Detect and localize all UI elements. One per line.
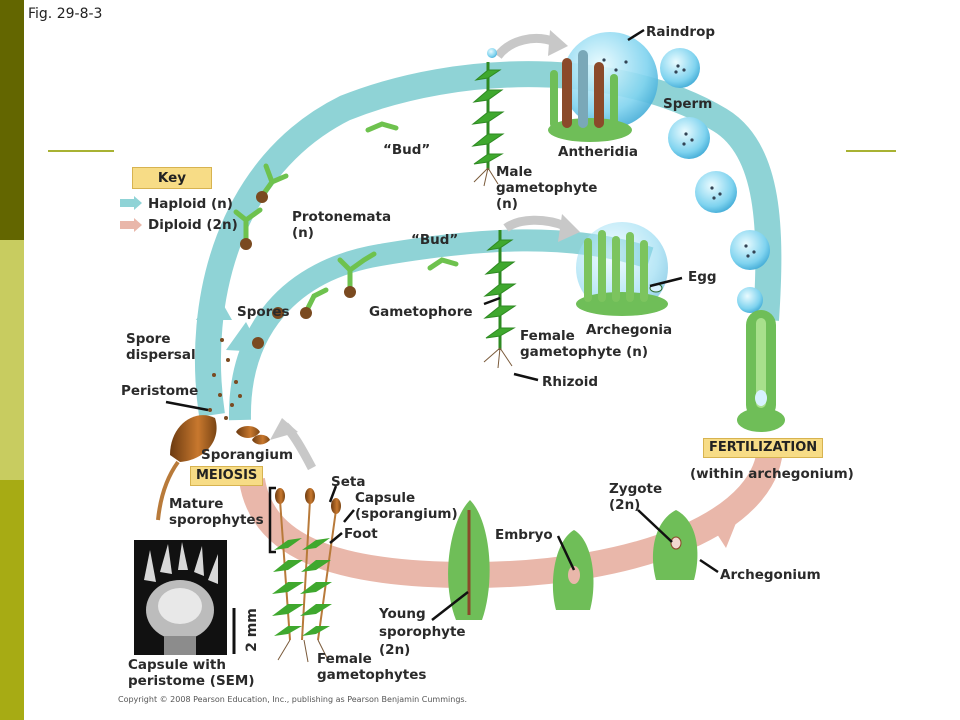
label-raindrop: Raindrop <box>646 24 716 40</box>
label-protonemata: Protonemata (n) <box>292 209 392 241</box>
peristome-capsule <box>156 415 217 521</box>
label-capsule-with-peristome: Capsule with peristome (SEM) <box>128 657 255 689</box>
label-meiosis: MEIOSIS <box>190 466 264 486</box>
key-haploid-arrow-icon <box>120 196 142 210</box>
antheridia-illustration <box>548 50 632 142</box>
sporangium-capsules <box>236 426 270 445</box>
rule-line-right <box>846 150 896 152</box>
grey-arrowhead-mid <box>558 214 580 242</box>
spore-dispersal-arrowhead <box>196 290 232 320</box>
label-within-archegonium: (within archegonium) <box>690 466 854 482</box>
grey-arrow-antheridia <box>494 34 557 59</box>
young-sporophyte <box>448 500 490 620</box>
leader-lines <box>165 28 719 621</box>
key-title: Key <box>132 167 212 189</box>
label-female-gametophyte: Female gametophyte (n) <box>520 328 649 360</box>
male-gametophyte-plant <box>471 62 505 187</box>
key-diploid-arrow-icon <box>120 218 142 232</box>
key-haploid-label: Haploid (n) <box>148 196 233 212</box>
grey-arrow-archegonia <box>503 215 567 232</box>
label-capsule: Capsule (sporangium) <box>355 490 458 522</box>
spore-dots <box>208 191 356 420</box>
grey-arrowhead-sporangium <box>270 418 298 440</box>
label-rhizoid: Rhizoid <box>542 374 599 390</box>
haploid-outer-arrow <box>194 61 782 417</box>
label-embryo: Embryo <box>495 527 553 543</box>
sem-capsule-image <box>134 540 227 655</box>
label-spore-dispersal: Spore dispersal <box>126 331 196 363</box>
drop-small-top <box>487 48 497 58</box>
sperm-drop-1 <box>668 117 710 159</box>
sperm-drop-4 <box>737 287 763 313</box>
archegonia-illustration <box>576 222 668 316</box>
rule-line-left <box>48 150 114 152</box>
female-gametophyte-plant <box>483 230 517 369</box>
label-peristome: Peristome <box>121 383 199 399</box>
key-diploid-label: Diploid (2n) <box>148 217 238 233</box>
label-bud-middle: “Bud” <box>411 232 459 248</box>
label-sperm: Sperm <box>663 96 713 112</box>
label-young-sporophyte: Young sporophyte (2n) <box>379 606 466 658</box>
diploid-arrowhead <box>708 508 742 548</box>
figure-number: Fig. 29-8-3 <box>28 6 103 22</box>
label-male-gametophyte: Male gametophyte (n) <box>496 164 598 212</box>
label-female-gametophytes: Female gametophytes <box>317 651 427 683</box>
copyright-notice: Copyright © 2008 Pearson Education, Inc.… <box>118 695 468 704</box>
label-egg: Egg <box>688 269 717 285</box>
label-sporangium: Sporangium <box>201 447 294 463</box>
sidebar-light-band <box>0 240 24 480</box>
label-mature-sporophytes: Mature sporophytes <box>169 496 264 528</box>
protonemata <box>233 121 459 315</box>
label-spores: Spores <box>237 304 290 320</box>
zygote-archegonium <box>652 510 698 580</box>
sidebar-dark-band-bottom <box>0 480 24 720</box>
raindrop-small <box>660 48 700 88</box>
label-seta: Seta <box>331 474 366 490</box>
label-archegonium: Archegonium <box>720 567 821 583</box>
label-zygote: Zygote (2n) <box>609 481 663 513</box>
sperm-drop-3 <box>730 230 770 270</box>
mature-sporophytes-plants <box>272 488 341 663</box>
label-gametophore: Gametophore <box>369 304 473 320</box>
label-antheridia: Antheridia <box>558 144 638 160</box>
grey-arrowhead-top <box>548 30 568 56</box>
label-archegonia: Archegonia <box>586 322 673 338</box>
sperm-drop-2 <box>695 171 737 213</box>
fertilization-archegonium <box>737 310 785 432</box>
label-bud-top: “Bud” <box>383 142 431 158</box>
label-foot: Foot <box>344 526 378 542</box>
label-scale-bar: 2 mm <box>243 608 260 652</box>
sidebar-dark-band <box>0 0 24 240</box>
sperm-dots <box>602 58 756 258</box>
label-fertilization: FERTILIZATION <box>703 438 824 458</box>
